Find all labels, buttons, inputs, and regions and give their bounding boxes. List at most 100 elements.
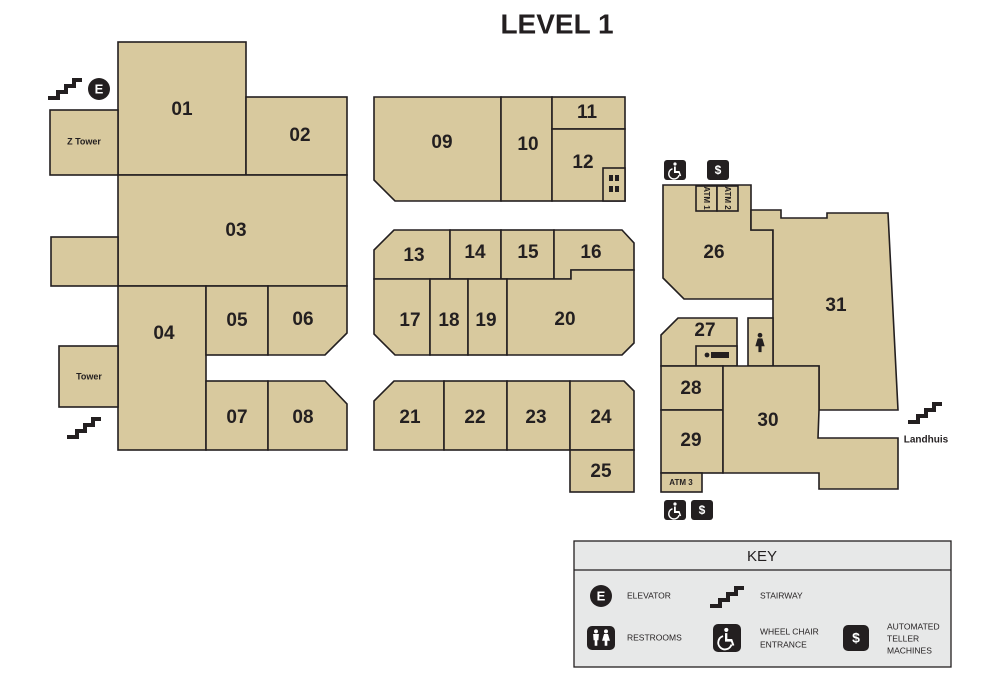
svg-text:E: E (95, 81, 104, 96)
unit-21-label: 21 (399, 407, 421, 428)
unit-23[interactable] (506, 380, 571, 451)
middle-bottom-block: 21 22 23 24 25 (373, 380, 635, 493)
svg-text:E: E (597, 588, 606, 603)
key-restroom-icon (587, 626, 615, 650)
tower-area[interactable] (58, 345, 119, 408)
svg-text:$: $ (852, 630, 860, 646)
unit-07-label: 07 (226, 407, 247, 428)
unit-06-label: 06 (292, 309, 313, 330)
unit-28[interactable] (660, 365, 724, 411)
unit-28-label: 28 (680, 378, 701, 399)
restroom-icon (609, 175, 619, 192)
unit-14-label: 14 (464, 242, 486, 263)
key-elevator-icon: E (590, 585, 612, 607)
man-restroom-icon (704, 352, 729, 358)
key-wheelchair-icon (713, 624, 741, 652)
unit-17[interactable] (373, 278, 431, 356)
unit-07[interactable] (205, 380, 269, 451)
wheelchair-icon-top (664, 160, 686, 180)
atm-3-booth[interactable] (660, 472, 703, 493)
unit-18[interactable] (429, 278, 469, 356)
unit-02-label: 02 (289, 125, 310, 146)
atm-icon-top: $ (707, 160, 729, 180)
unit-29[interactable] (660, 409, 724, 474)
atm-1-label: ATM 1 (702, 186, 711, 210)
stairway-icon-landhuis (908, 402, 942, 424)
wheelchair-icon-bottom (664, 500, 686, 520)
key-wheelchair-label-2: ENTRANCE (760, 639, 807, 649)
unit-18-label: 18 (438, 310, 459, 331)
unit-19-label: 19 (475, 310, 496, 331)
key-atm-label-2: TELLER (887, 633, 919, 643)
stairway-icon-top-left (48, 78, 82, 100)
unit-01-label: 01 (171, 99, 193, 120)
key-wheelchair-label-1: WHEEL CHAIR (760, 626, 819, 636)
side-annex (50, 236, 119, 287)
unit-02[interactable] (245, 96, 348, 176)
unit-30-label: 30 (757, 410, 778, 431)
atm-icon-bottom: $ (691, 500, 713, 520)
unit-05[interactable] (205, 285, 269, 356)
svg-text:$: $ (715, 163, 722, 177)
unit-10-label: 10 (517, 134, 538, 155)
unit-04-label: 04 (153, 323, 175, 344)
svg-text:$: $ (699, 503, 706, 517)
unit-21[interactable] (373, 380, 445, 451)
unit-04[interactable] (117, 285, 207, 451)
unit-27-label: 27 (694, 320, 715, 341)
level-title: LEVEL 1 (500, 8, 613, 39)
unit-30[interactable] (722, 365, 899, 490)
key-stairway-label: STAIRWAY (760, 590, 803, 600)
unit-11-label: 11 (577, 102, 598, 123)
unit-24-label: 24 (590, 407, 612, 428)
unit-26-label: 26 (703, 242, 724, 263)
atm-2-label: ATM 2 (723, 186, 732, 210)
unit-03[interactable] (117, 174, 348, 287)
unit-13-label: 13 (403, 245, 424, 266)
unit-09[interactable] (373, 96, 502, 202)
unit-10[interactable] (500, 96, 553, 202)
key-restrooms-label: RESTROOMS (627, 632, 682, 642)
z-tower-label: Z Tower (67, 136, 101, 146)
unit-09-label: 09 (431, 132, 452, 153)
left-block: 01 02 Z Tower 03 04 Tower 05 06 07 08 (49, 41, 348, 451)
key-elevator-label: ELEVATOR (627, 590, 671, 600)
unit-31-label: 31 (825, 295, 847, 316)
restroom-room-12 (602, 167, 626, 202)
key-atm-icon: $ (843, 625, 869, 651)
unit-20[interactable] (506, 269, 635, 356)
stairway-icon-bottom-left (67, 417, 101, 439)
unit-12-label: 12 (572, 152, 593, 173)
elevator-icon: E (88, 78, 110, 100)
key-box (573, 540, 952, 668)
unit-20-label: 20 (554, 309, 575, 330)
middle-top-block: 09 10 11 12 (373, 96, 626, 202)
tower-label: Tower (76, 371, 102, 381)
unit-17-label: 17 (399, 310, 420, 331)
unit-16-label: 16 (580, 242, 601, 263)
unit-05-label: 05 (226, 310, 248, 331)
z-tower-area[interactable] (49, 109, 119, 176)
unit-22[interactable] (443, 380, 508, 451)
unit-29-label: 29 (680, 430, 701, 451)
unit-06[interactable] (267, 285, 348, 356)
unit-08-label: 08 (292, 407, 313, 428)
unit-03-label: 03 (225, 220, 246, 241)
unit-24[interactable] (569, 380, 635, 451)
landhuis-label: Landhuis (904, 435, 949, 446)
map-key: KEY E ELEVATOR STAIRWAY RESTROOMS WHEEL … (573, 540, 952, 668)
atm-3-label: ATM 3 (669, 478, 693, 487)
unit-25[interactable] (569, 449, 635, 493)
right-block: 26 ATM 1 ATM 2 31 27 28 29 30 ATM 3 (660, 184, 899, 493)
key-atm-label-1: AUTOMATED (887, 621, 940, 631)
atm-2-booth[interactable] (716, 185, 739, 212)
unit-25-label: 25 (590, 461, 612, 482)
unit-23-label: 23 (525, 407, 546, 428)
unit-22-label: 22 (464, 407, 485, 428)
unit-31[interactable] (750, 209, 899, 411)
key-title: KEY (747, 548, 777, 565)
unit-08[interactable] (267, 380, 348, 451)
middle-center-block: 13 14 15 16 17 18 19 20 (373, 229, 635, 356)
unit-01[interactable] (117, 41, 247, 176)
